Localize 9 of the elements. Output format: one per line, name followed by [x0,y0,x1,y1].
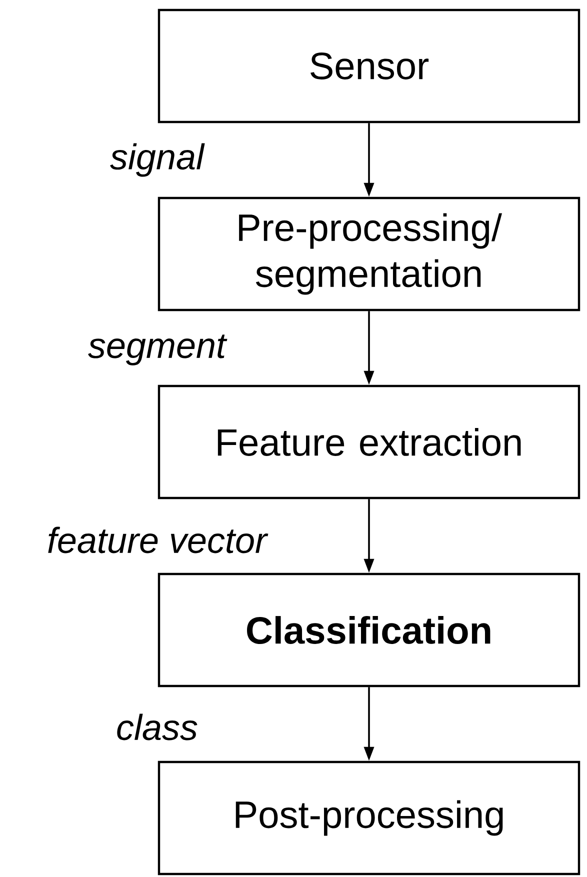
process-box: Feature extraction [158,384,580,500]
process-box: Post-processing [158,760,580,876]
process-box: Classification [158,572,580,688]
edge-label: class [117,714,198,740]
process-box: Sensor [158,8,580,124]
edge-label: signal [110,143,205,177]
edge-label: segment [88,334,228,366]
edge-label: feature vector [48,526,268,554]
process-box: Pre-processing/ segmentation [158,196,580,312]
